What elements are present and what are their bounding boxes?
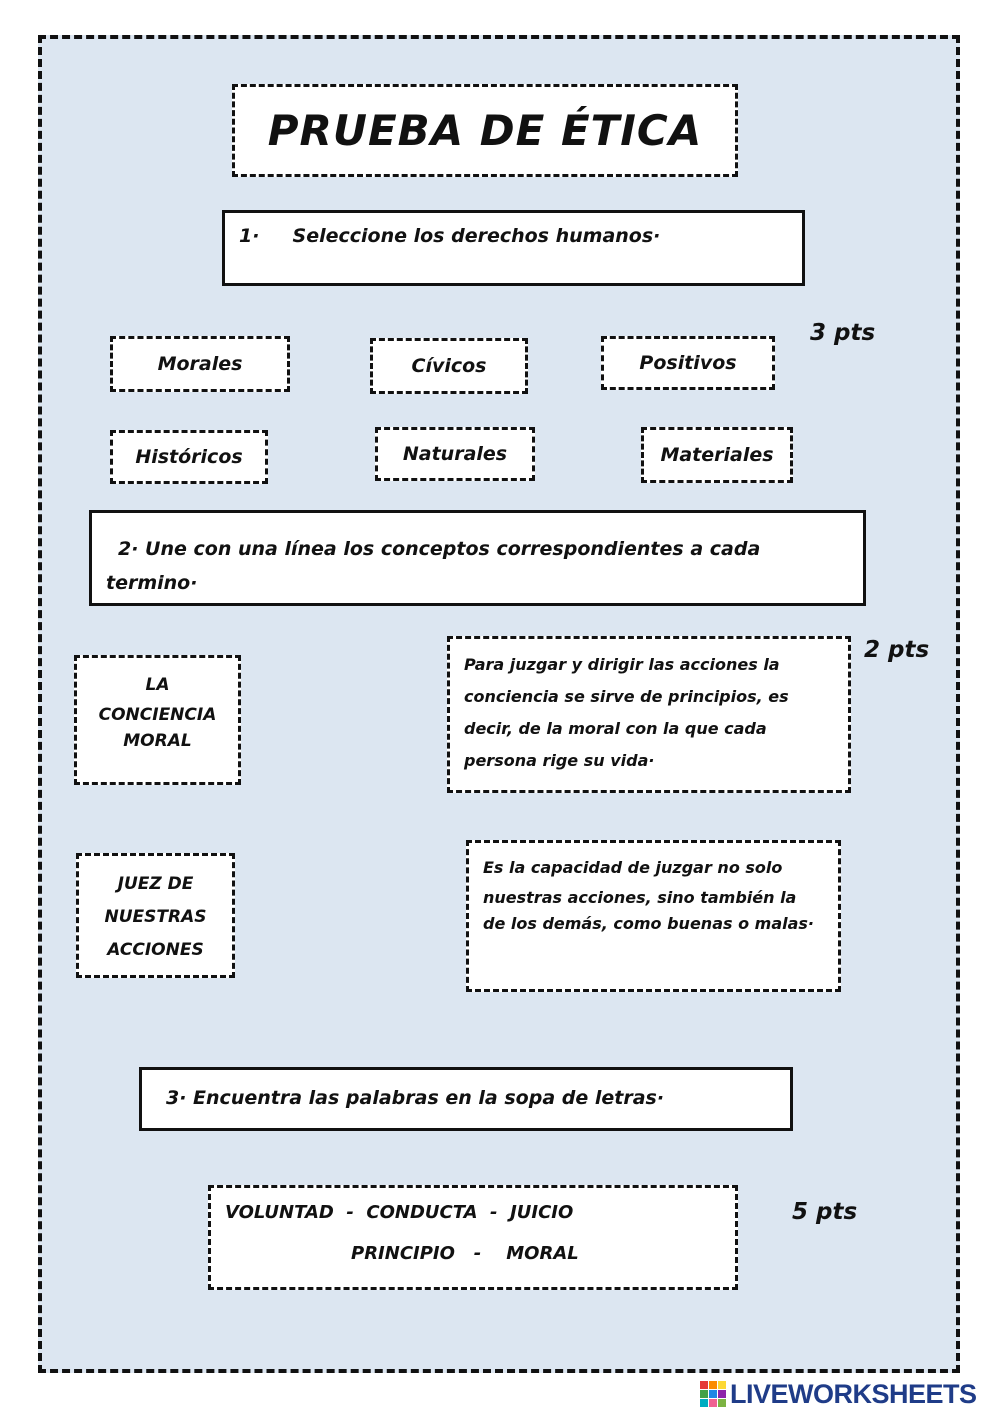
question-2-line-2: termino· [106, 572, 198, 594]
definition-1[interactable]: Para juzgar y dirigir las acciones la co… [447, 636, 851, 793]
page-title: PRUEBA DE ÉTICA [232, 84, 738, 177]
points-1: 3 pts [810, 320, 876, 346]
logo-square [709, 1399, 717, 1407]
option-civicos[interactable]: Cívicos [370, 338, 528, 394]
option-label: Históricos [135, 446, 243, 468]
term-line: JUEZ DE [117, 874, 194, 894]
definition-line: de los demás, como buenas o malas· [483, 914, 814, 933]
term-line: MORAL [123, 731, 192, 751]
question-3-box: 3· Encuentra las palabras en la sopa de … [139, 1067, 793, 1131]
word-list-box: VOLUNTAD - CONDUCTA - JUICIO PRINCIPIO -… [208, 1185, 738, 1290]
term-line: CONCIENCIA [98, 705, 217, 725]
term-line: NUESTRAS [104, 907, 207, 927]
logo-square [718, 1399, 726, 1407]
points-3: 5 pts [792, 1199, 858, 1225]
definition-line: persona rige su vida· [464, 751, 655, 770]
definition-line: conciencia se sirve de principios, es [464, 687, 789, 706]
logo-grid-icon [700, 1381, 726, 1407]
option-label: Positivos [639, 352, 737, 374]
term-juez-de-nuestras-acciones[interactable]: JUEZ DE NUESTRAS ACCIONES [76, 853, 235, 978]
word-list-line-2: PRINCIPIO - MORAL [351, 1243, 579, 1264]
logo-square [700, 1381, 708, 1389]
option-label: Materiales [660, 444, 774, 466]
question-2-box: 2· Une con una línea los conceptos corre… [89, 510, 866, 606]
logo-square [709, 1381, 717, 1389]
term-conciencia-moral[interactable]: LA CONCIENCIA MORAL [74, 655, 241, 785]
option-historicos[interactable]: Históricos [110, 430, 268, 484]
page-title-text: PRUEBA DE ÉTICA [267, 106, 703, 155]
question-2-line-1: 2· Une con una línea los conceptos corre… [118, 538, 761, 560]
definition-line: decir, de la moral con la que cada [464, 719, 767, 738]
question-3-text: 3· Encuentra las palabras en la sopa de … [166, 1087, 665, 1109]
option-label: Cívicos [411, 355, 487, 377]
brand-name: LIVEWORKSHEETS [730, 1378, 977, 1409]
definition-line: nuestras acciones, sino también la [483, 888, 797, 907]
definition-line: Es la capacidad de juzgar no solo [483, 858, 783, 877]
option-naturales[interactable]: Naturales [375, 427, 535, 481]
term-line: ACCIONES [107, 940, 204, 960]
option-label: Morales [157, 353, 243, 375]
logo-square [700, 1399, 708, 1407]
option-label: Naturales [402, 443, 508, 465]
logo-square [700, 1390, 708, 1398]
option-materiales[interactable]: Materiales [641, 427, 793, 483]
logo-square [718, 1381, 726, 1389]
logo-square [718, 1390, 726, 1398]
question-1-box: 1· Seleccione los derechos humanos· [222, 210, 805, 286]
definition-line: Para juzgar y dirigir las acciones la [464, 655, 780, 674]
points-2: 2 pts [864, 637, 930, 663]
word-list-line-1: VOLUNTAD - CONDUCTA - JUICIO [225, 1202, 574, 1223]
term-line: LA [145, 675, 170, 695]
option-morales[interactable]: Morales [110, 336, 290, 392]
definition-2[interactable]: Es la capacidad de juzgar no solo nuestr… [466, 840, 841, 992]
liveworksheets-logo: LIVEWORKSHEETS [700, 1378, 977, 1410]
option-positivos[interactable]: Positivos [601, 336, 775, 390]
logo-square [709, 1390, 717, 1398]
question-1-text: 1· Seleccione los derechos humanos· [239, 225, 661, 247]
